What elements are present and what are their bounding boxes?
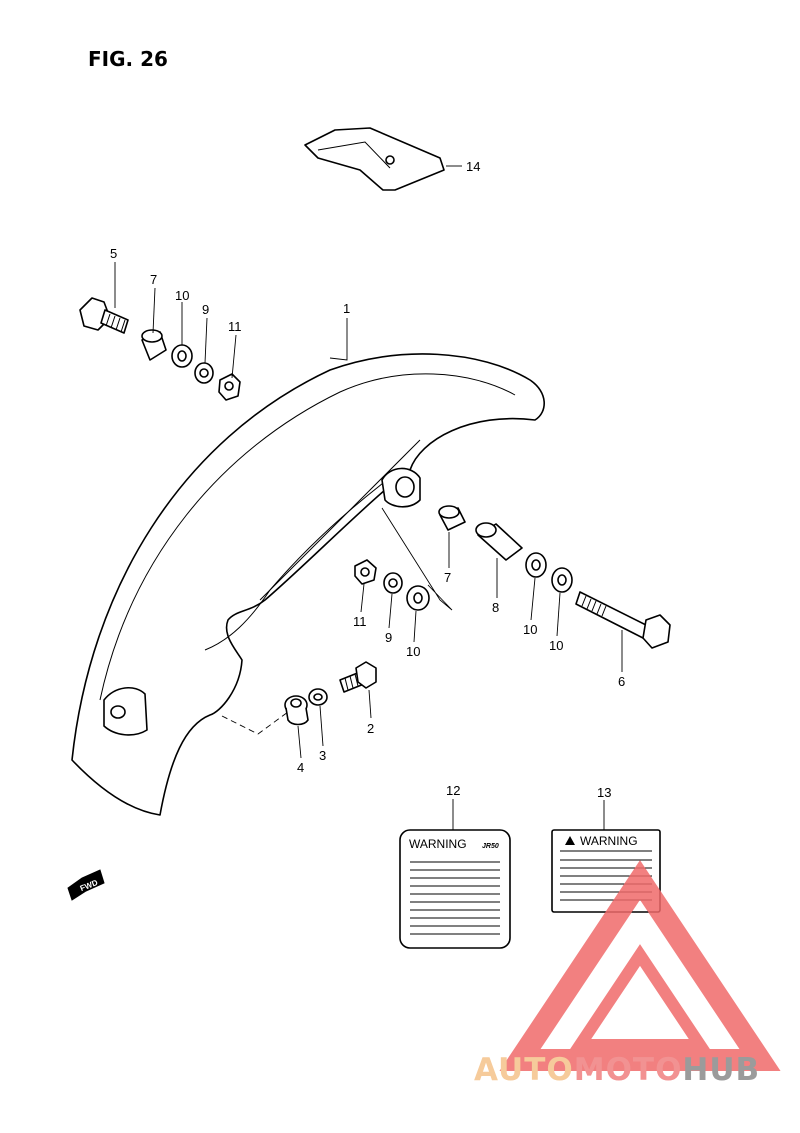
part-12-warning-label: WARNING JR50 [399,829,511,949]
part-10-washer-right-b [551,567,573,593]
part-6-long-bolt [575,591,671,649]
part-10-washer-right-c [406,585,430,611]
part-1-front-fender [71,353,545,816]
part-11-nut [218,373,241,401]
watermark-hub: HUB [682,1052,760,1088]
callout-3: 3 [319,748,326,763]
callout-4: 4 [297,760,304,775]
callout-14: 14 [466,159,480,174]
callout-12: 12 [446,783,460,798]
part-9-washer [194,362,214,384]
part-2-bolt [339,661,377,693]
callout-1: 1 [343,301,350,316]
callout-9-left: 9 [202,302,209,317]
warning-triangle-icon [565,836,575,845]
watermark-moto: MOTO [574,1052,683,1088]
assembly-line-upper [381,507,453,611]
part-14-bracket [304,127,445,191]
part-5-bolt [79,297,129,334]
label-12-warning-text: WARNING [409,837,467,851]
leader-lines [114,165,623,830]
part-10-washer-right-a [525,552,547,578]
callout-6: 6 [618,674,625,689]
callout-11-right: 11 [353,614,367,629]
watermark-logo: AUTOMOTOHUB [474,860,781,1088]
callout-13: 13 [597,785,611,800]
watermark-text: AUTOMOTOHUB [474,1052,760,1088]
callout-10-right-a: 10 [523,622,537,637]
part-3-washer [308,688,328,706]
label-12-model-text: JR50 [482,843,499,850]
callout-2: 2 [367,721,374,736]
callout-11-left: 11 [228,319,242,334]
part-4-collar [284,695,309,726]
callout-9-right: 9 [385,630,392,645]
callout-10-right-b: 10 [549,638,563,653]
part-9-washer-right [383,572,403,594]
callout-10-right-c: 10 [406,644,420,659]
part-7-collar [141,329,167,361]
part-10-washer [171,344,193,368]
label-13-warning-text: WARNING [580,834,638,848]
callout-10-left: 10 [175,288,189,303]
fwd-arrow: FWD [67,869,105,901]
callout-8: 8 [492,600,499,615]
callout-7-left: 7 [150,272,157,287]
watermark-auto: AUTO [474,1052,574,1088]
callout-7-right: 7 [444,570,451,585]
part-11-nut-right [354,559,377,585]
part-8-spacer [475,522,523,561]
part-7-collar-right [438,505,466,531]
callout-5: 5 [110,246,117,261]
figure-title: FIG. 26 [88,47,168,71]
assembly-line-lower [221,711,289,735]
